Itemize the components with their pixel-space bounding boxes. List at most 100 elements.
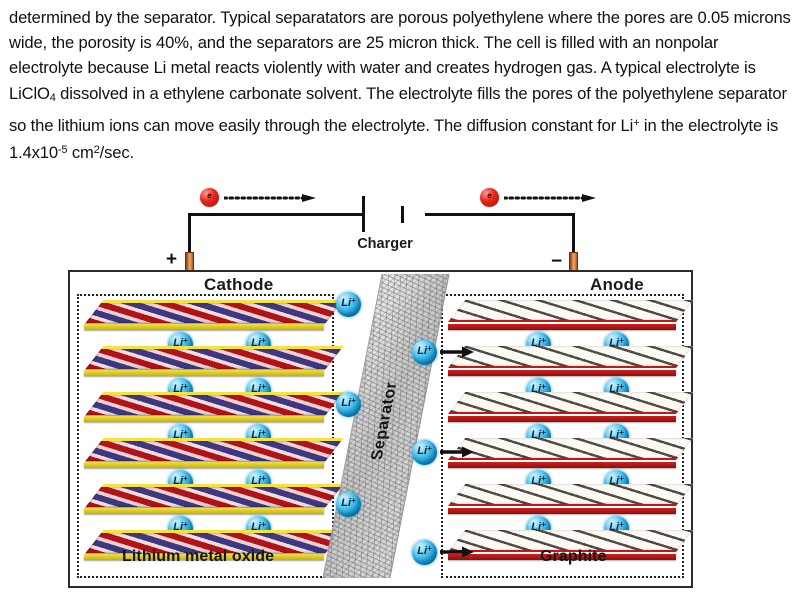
lithium-ion-charge: +: [183, 520, 188, 529]
ion-transfer-arrow-icon: [440, 346, 474, 358]
electron-flow-right: e: [480, 188, 598, 210]
wire-right-horizontal: [425, 213, 575, 216]
cathode-title: Cathode: [204, 275, 274, 294]
lithium-ion-charge: +: [183, 336, 188, 345]
anode-layer: [448, 438, 694, 468]
layer-top-face: [84, 300, 344, 325]
lithium-ion-label: Li+: [609, 428, 624, 441]
lithium-ion-label: Li+: [341, 296, 356, 309]
cathode-layer: [84, 392, 344, 422]
lithium-ion-charge: +: [183, 428, 188, 437]
lithium-ion-charge: +: [427, 544, 432, 553]
lithium-ion-charge: +: [541, 428, 546, 437]
lithium-ion-label: Li+: [173, 474, 188, 487]
cathode-material-label: Lithium metal oxide: [122, 548, 275, 565]
ion-transfer-arrow-icon: [440, 546, 474, 558]
separator-label: Separator: [368, 381, 401, 461]
lithium-ion-charge: +: [541, 474, 546, 483]
lithium-ion-label: Li+: [173, 520, 188, 533]
layer-top-face: [84, 438, 344, 463]
layer-front-edge: [448, 554, 676, 560]
battery-diagram: Charger e e + − Cathode Anode Li+ Li+ Li+ L…: [0, 182, 799, 594]
lithium-ion-electrolyte-left: Li+: [336, 492, 361, 517]
wire-right-vertical: [572, 213, 575, 272]
lithium-ion-charge: +: [619, 520, 624, 529]
subscript-four: 4: [49, 91, 56, 104]
lithium-ion-label: Li+: [417, 344, 432, 357]
body-paragraph: determined by the separator. Typical sep…: [9, 5, 793, 165]
lithium-ion-charge: +: [183, 474, 188, 483]
cathode-region: [77, 294, 334, 578]
layer-front-edge: [84, 416, 324, 422]
charger-short-plate-icon: [401, 206, 404, 223]
lithium-ion-electrolyte-right: Li+: [412, 340, 437, 365]
paragraph-text-part2: dissolved in a ethylene carbonate solven…: [9, 83, 787, 135]
lithium-ion-label: Li+: [251, 336, 266, 349]
lithium-ion-charge: +: [619, 474, 624, 483]
positive-terminal-sign: +: [166, 249, 178, 270]
paragraph-text-part3: in the electrolyte is 1.4x10: [9, 115, 779, 163]
layer-front-edge: [448, 462, 676, 468]
charger-long-plate-icon: [362, 196, 365, 232]
anode-layer: [448, 530, 694, 560]
layer-front-edge: [448, 370, 676, 376]
electron-label: e: [207, 191, 212, 200]
layer-front-edge: [84, 462, 324, 468]
layer-front-edge: [84, 508, 324, 514]
anode-layer: [448, 392, 694, 422]
electron-icon: e: [200, 188, 219, 207]
superscript-plus: +: [633, 116, 640, 129]
layer-front-edge: [84, 370, 324, 376]
lithium-ion-label: Li+: [609, 336, 624, 349]
lithium-ion-label: Li+: [531, 474, 546, 487]
lithium-ion-charge: +: [427, 344, 432, 353]
lithium-ion-label: Li+: [341, 496, 356, 509]
lithium-ion-electrolyte-right: Li+: [412, 540, 437, 565]
lithium-ion-charge: +: [261, 382, 266, 391]
lithium-ion-label: Li+: [251, 520, 266, 533]
layer-top-face: [448, 300, 694, 322]
lithium-ion-charge: +: [351, 496, 356, 505]
lithium-ion-label: Li+: [609, 382, 624, 395]
cathode-layer: [84, 530, 344, 560]
lithium-ion-charge: +: [183, 382, 188, 391]
lithium-ion-charge: +: [619, 336, 624, 345]
lithium-ion-label: Li+: [251, 382, 266, 395]
cathode-layer: [84, 346, 344, 376]
cathode-layer: [84, 438, 344, 468]
anode-region: [441, 294, 684, 578]
lithium-ion-label: Li+: [609, 474, 624, 487]
lithium-ion-charge: +: [261, 520, 266, 529]
lithium-ion-label: Li+: [531, 382, 546, 395]
layer-front-edge: [448, 416, 676, 422]
lithium-ion-label: Li+: [531, 428, 546, 441]
lithium-ion-label: Li+: [173, 382, 188, 395]
charger-label: Charger: [357, 236, 413, 252]
lithium-ion-label: Li+: [251, 428, 266, 441]
layer-top-face: [84, 346, 344, 371]
electron-label: e: [487, 191, 492, 200]
layer-front-edge: [84, 554, 324, 560]
dotted-arrow-icon: [504, 194, 596, 202]
lithium-ion-charge: +: [261, 336, 266, 345]
ion-transfer-arrow-icon: [440, 446, 474, 458]
electron-icon: e: [480, 188, 499, 207]
paragraph-text-part1: determined by the separator. Typical sep…: [9, 8, 791, 103]
layer-top-face: [448, 438, 694, 460]
layer-top-face: [448, 346, 694, 368]
anode-layer: [448, 484, 694, 514]
lithium-ion-label: Li+: [531, 520, 546, 533]
lithium-ion-charge: +: [351, 296, 356, 305]
layer-top-face: [448, 484, 694, 506]
lithium-ion-charge: +: [541, 336, 546, 345]
paragraph-text-part5: /sec.: [99, 143, 134, 163]
lithium-ion-electrolyte-left: Li+: [336, 392, 361, 417]
lithium-ion-label: Li+: [417, 544, 432, 557]
lithium-ion-charge: +: [619, 382, 624, 391]
lithium-ion-label: Li+: [609, 520, 624, 533]
lithium-ion-charge: +: [261, 428, 266, 437]
lithium-ion-label: Li+: [531, 336, 546, 349]
layer-front-edge: [448, 508, 676, 514]
negative-terminal-sign: −: [551, 251, 563, 272]
anode-title: Anode: [590, 275, 644, 294]
